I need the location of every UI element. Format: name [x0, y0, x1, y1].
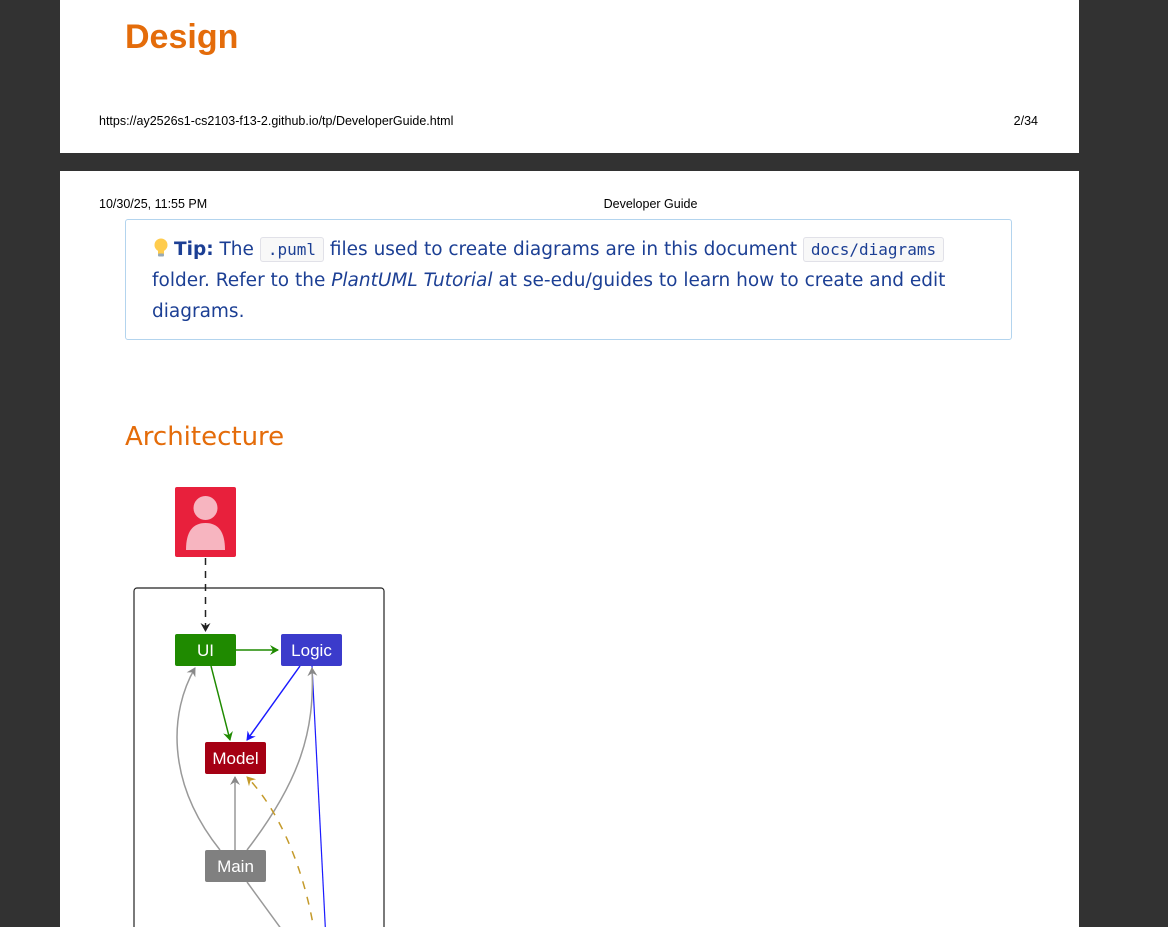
header-title: Developer Guide	[603, 197, 698, 211]
tip-text-2: files used to create diagrams are in thi…	[329, 239, 797, 260]
main-node-label: Main	[217, 857, 254, 876]
footer-url: https://ay2526s1-cs2103-f13-2.github.io/…	[99, 114, 454, 128]
plantuml-tutorial-link[interactable]: PlantUML Tutorial	[331, 270, 493, 291]
tip-text-4: at se-edu/guides to learn how to create …	[152, 270, 946, 322]
tip-label: Tip:	[174, 239, 214, 260]
lightbulb-icon	[154, 238, 168, 257]
footer-page-number: 2/34	[1013, 114, 1038, 128]
ui-node: UI	[175, 634, 236, 666]
logic-node: Logic	[281, 634, 342, 666]
main-to-ui-arrow	[176, 667, 221, 851]
pdf-page-3: 10/30/25, 11:55 PM Developer Guide Tip: …	[60, 171, 1079, 927]
header-date: 10/30/25, 11:55 PM	[99, 197, 208, 211]
ui-node-label: UI	[197, 641, 214, 660]
main-to-logic-arrow	[246, 667, 318, 851]
storage-to-model-arrow	[246, 776, 315, 927]
logic-to-storage-line	[311, 665, 326, 927]
design-heading: Design	[125, 18, 239, 56]
architecture-diagram: UI Logic Model Main	[133, 487, 385, 927]
main-node: Main	[205, 850, 266, 882]
ui-to-model-arrow	[210, 665, 233, 741]
logic-node-label: Logic	[291, 641, 332, 660]
logic-to-model-arrow	[246, 665, 301, 741]
app-boundary	[133, 587, 385, 927]
code-puml: .puml	[259, 237, 324, 262]
main-to-storage-line	[246, 881, 281, 927]
pdf-page-2: Design https://ay2526s1-cs2103-f13-2.git…	[60, 0, 1079, 153]
user-icon	[175, 487, 236, 557]
model-node-label: Model	[212, 749, 258, 768]
tip-text-1: The	[219, 239, 254, 260]
architecture-heading: Architecture	[125, 422, 285, 452]
tip-box: Tip: The .puml files used to create diag…	[125, 219, 1012, 340]
tip-text-3: folder. Refer to the	[152, 270, 326, 291]
code-docs-diagrams: docs/diagrams	[802, 237, 945, 262]
model-node: Model	[205, 742, 266, 774]
